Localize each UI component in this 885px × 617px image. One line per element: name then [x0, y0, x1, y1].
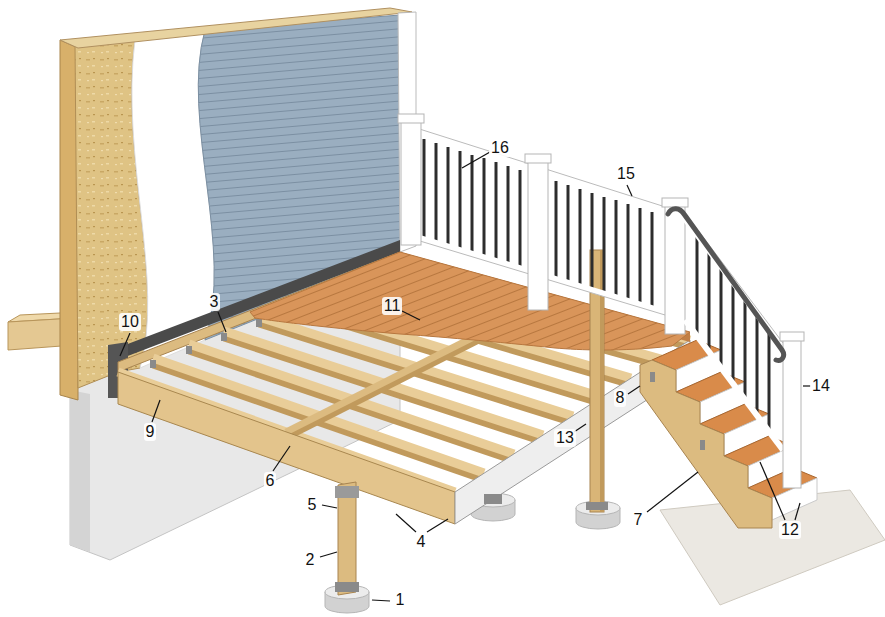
callout-number: 13: [554, 429, 576, 447]
leader-lines: [396, 514, 416, 532]
railing: [459, 151, 462, 248]
railing: [401, 120, 421, 245]
callout-number: 10: [119, 313, 141, 331]
railing: [662, 198, 688, 207]
callout-number: 12: [779, 521, 801, 539]
leader-lines: [218, 312, 226, 332]
callout-number: 16: [489, 139, 511, 157]
leader-lines: [627, 185, 632, 196]
leader-lines: [760, 462, 785, 520]
stair-stringer: [640, 360, 772, 528]
railing: [639, 208, 642, 302]
callout-number: 14: [810, 377, 832, 395]
railing: [579, 189, 582, 284]
railing: [507, 166, 510, 263]
railing: [591, 193, 594, 288]
foundation-wall: [70, 390, 90, 552]
railing: [423, 139, 426, 237]
leader-lines: [152, 400, 160, 422]
railing: [495, 162, 498, 259]
callout-number: 8: [614, 389, 627, 407]
leader-lines: [628, 386, 640, 394]
stair-railing: [668, 209, 784, 361]
railing: [525, 154, 551, 163]
post: [335, 582, 359, 592]
railing: [483, 158, 486, 255]
concrete-footing: [576, 501, 620, 515]
leader-lines: [320, 552, 337, 557]
stair-railing: [668, 209, 804, 488]
railing-post: [586, 502, 608, 510]
callout-number: 9: [144, 423, 157, 441]
leader-lines: [322, 505, 337, 508]
railing: [471, 155, 474, 252]
stair-railing: [768, 327, 771, 430]
railing: [665, 204, 685, 334]
callout-number: 15: [615, 165, 637, 183]
stair-railing: [744, 295, 747, 398]
post: [484, 494, 502, 504]
railing: [555, 181, 558, 277]
railing: [627, 204, 630, 299]
callout-number: 7: [632, 511, 645, 529]
joist-hangers: [186, 346, 192, 354]
railing: [398, 114, 424, 123]
callout-number: 11: [382, 297, 403, 315]
leader-lines: [120, 152, 811, 601]
leader-lines: [402, 311, 420, 320]
railing: [398, 114, 688, 334]
railing: [615, 200, 618, 295]
joist-hangers: [221, 333, 227, 341]
callout-number: 4: [415, 533, 428, 551]
post: [338, 482, 356, 595]
stair-railing: [697, 231, 769, 430]
leader-lines: [273, 446, 290, 471]
callout-number: 5: [306, 496, 319, 514]
callout-number: 3: [208, 293, 221, 311]
callout-number: 1: [394, 591, 407, 609]
callout-number: 2: [304, 551, 317, 569]
rim-joist: [118, 372, 455, 524]
leader-lines: [427, 519, 448, 532]
railing: [603, 197, 606, 292]
stair-railing: [756, 311, 759, 414]
stair-railing: [732, 279, 735, 382]
stair-railing: [720, 263, 723, 366]
leader-lines: [372, 600, 390, 601]
stair-railing: [685, 320, 783, 450]
stair-railing: [783, 338, 801, 488]
stair-stringer: [650, 372, 655, 382]
rim-joist: [118, 372, 455, 524]
railing: [567, 185, 570, 281]
railing: [519, 170, 522, 266]
post: [335, 486, 359, 498]
stair-railing: [708, 247, 711, 350]
railing: [528, 160, 548, 310]
leader-lines: [120, 333, 130, 356]
stair-stringer: [640, 360, 772, 528]
railing: [435, 143, 438, 241]
post: [335, 482, 502, 595]
stair-railing: [780, 332, 804, 341]
joist-hangers: [256, 319, 262, 327]
leader-lines: [462, 152, 490, 168]
house-wall: [60, 8, 412, 48]
joist-hangers: [150, 360, 156, 368]
leader-lines: [795, 503, 800, 520]
stair-railing: [696, 231, 699, 334]
railing: [651, 212, 654, 306]
leader-lines: [647, 472, 698, 512]
callout-number: 6: [264, 472, 277, 490]
stair-stringer: [700, 440, 705, 450]
railing: [447, 147, 450, 245]
